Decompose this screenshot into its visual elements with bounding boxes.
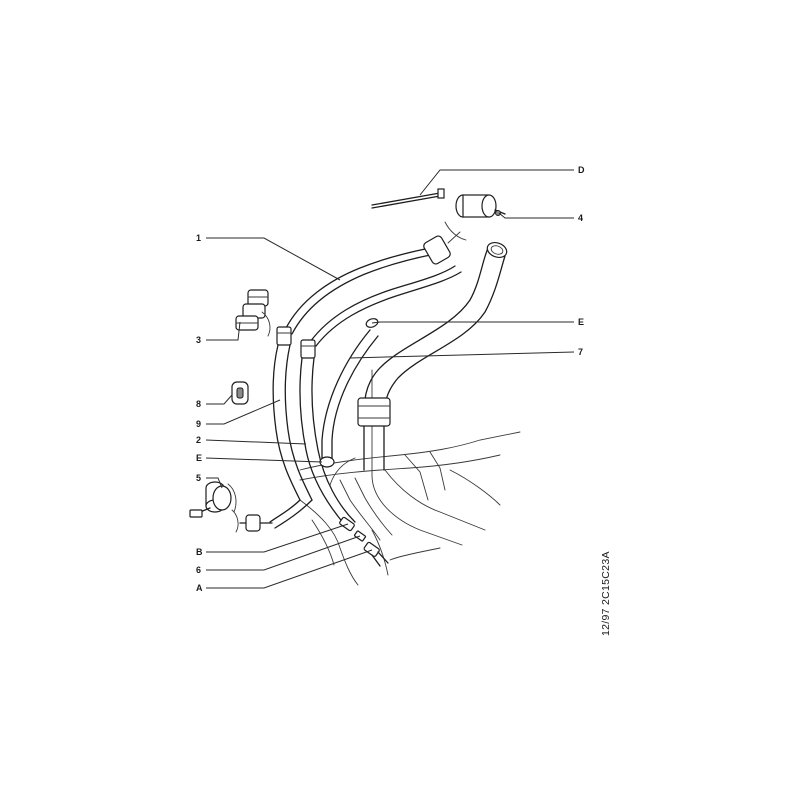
callout-9: 9 xyxy=(196,419,201,429)
grommet-component xyxy=(231,381,249,405)
callout-A: A xyxy=(196,583,203,593)
callout-4: 4 xyxy=(578,213,583,223)
callout-E-mid: E xyxy=(196,453,202,463)
bottom-fittings xyxy=(231,509,389,567)
leader-lines xyxy=(205,169,575,589)
coupling-component xyxy=(235,289,271,337)
vehicle-body-outline xyxy=(299,369,521,586)
filler-neck-pipe xyxy=(357,241,508,471)
fuel-pump-component xyxy=(189,481,237,518)
callout-B: B xyxy=(196,547,203,557)
callout-2: 2 xyxy=(196,435,201,445)
fuel-filter-component xyxy=(444,194,506,241)
reference-code: 12/97 2C15C23A xyxy=(600,551,612,636)
callout-7: 7 xyxy=(578,347,583,357)
callout-6: 6 xyxy=(196,565,201,575)
callout-labels: D 4 1 E 3 7 8 9 2 E 5 B 6 A xyxy=(196,165,585,593)
cable-tie-component xyxy=(371,188,445,209)
callout-E-top: E xyxy=(578,317,584,327)
callout-D: D xyxy=(578,165,585,175)
fuel-pipes xyxy=(269,231,462,529)
callout-5: 5 xyxy=(196,473,201,483)
callout-3: 3 xyxy=(196,335,201,345)
callout-1: 1 xyxy=(196,233,201,243)
callout-8: 8 xyxy=(196,399,201,409)
